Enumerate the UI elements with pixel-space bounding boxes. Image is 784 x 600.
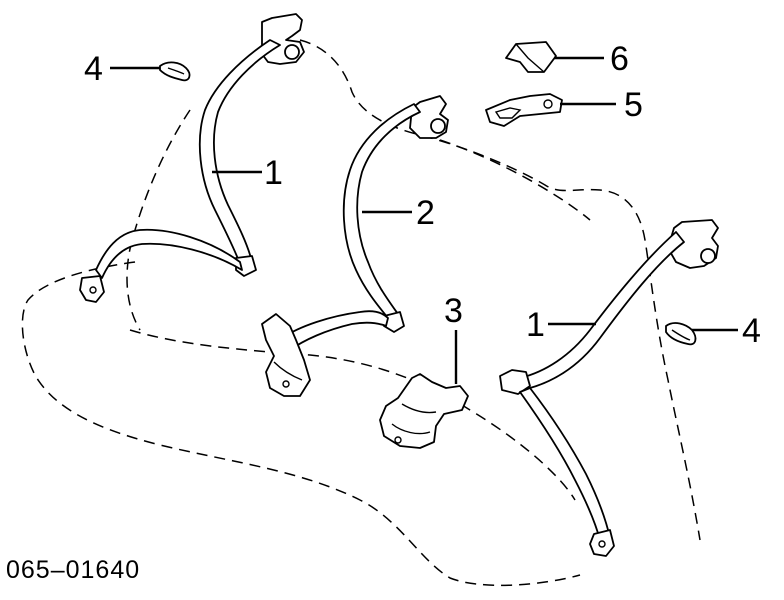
callout-2: 2 [416, 194, 435, 232]
bracket-part-5 [485, 93, 563, 127]
callout-5: 5 [624, 86, 643, 124]
clip-part-4-left [159, 61, 191, 82]
callout-4-left: 4 [84, 50, 103, 88]
callout-1-left: 1 [264, 154, 283, 192]
callout-1-right: 1 [526, 306, 545, 344]
seat-belt-buckle [379, 373, 469, 449]
right-outer-seat-belt [499, 219, 719, 557]
leader-lines [110, 56, 738, 384]
left-outer-seat-belt [79, 13, 305, 303]
center-seat-belt [261, 95, 449, 397]
clip-part-4-right [665, 322, 697, 346]
cover-part-6 [505, 41, 557, 73]
diagram-part-code: 065–01640 [6, 556, 140, 584]
callout-4-right: 4 [742, 312, 761, 350]
callout-6: 6 [610, 40, 629, 78]
callout-3: 3 [444, 292, 463, 330]
